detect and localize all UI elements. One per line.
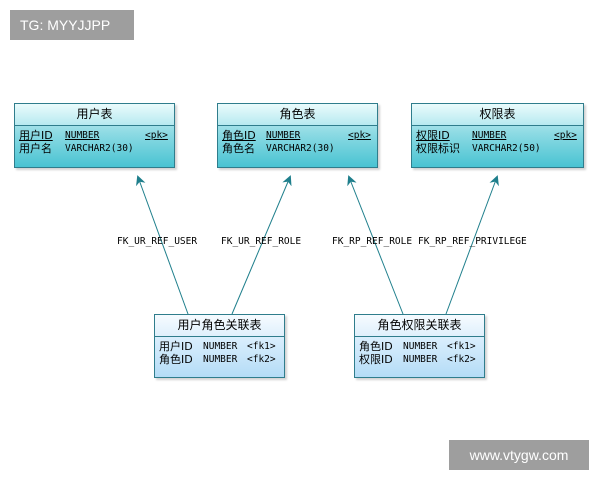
role-privilege-row1-name: 角色ID: [359, 340, 393, 353]
entity-role-table[interactable]: 角色表 角色ID NUMBER <pk> 角色名 VARCHAR2(30): [217, 103, 378, 168]
connector-fk-ur-user: [136, 175, 189, 315]
label-fk-ur-ref-user: FK_UR_REF_USER: [117, 236, 198, 247]
label-fk-ur-ref-role: FK_UR_REF_ROLE: [221, 236, 302, 247]
watermark-top-text: TG: MYYJJPP: [20, 17, 111, 33]
user-row1-type: NUMBER: [65, 130, 100, 141]
role-row1-name: 角色ID: [222, 129, 256, 142]
entity-user-title: 用户表: [15, 104, 174, 126]
role-privilege-row2-type: NUMBER: [403, 354, 438, 365]
role-privilege-row2-name: 权限ID: [359, 353, 393, 366]
entity-privilege-title: 权限表: [412, 104, 583, 126]
entity-user-table[interactable]: 用户表 用户ID NUMBER <pk> 用户名 VARCHAR2(30): [14, 103, 175, 168]
user-role-row1-name: 用户ID: [159, 340, 193, 353]
user-row2-name: 用户名: [19, 142, 52, 155]
entity-role-privilege-title: 角色权限关联表: [355, 315, 484, 337]
watermark-bottom-badge: www.vtygw.com: [449, 440, 589, 470]
user-role-row2-key: <fk2>: [247, 354, 276, 365]
connector-fk-rp-role: [347, 175, 404, 315]
user-row1-key: <pk>: [145, 130, 168, 141]
role-privilege-row1-type: NUMBER: [403, 341, 438, 352]
privilege-row1-type: NUMBER: [472, 130, 507, 141]
privilege-row2-type: VARCHAR2(50): [472, 143, 541, 154]
user-role-row2-type: NUMBER: [203, 354, 238, 365]
privilege-row1-name: 权限ID: [416, 129, 450, 142]
privilege-row1-key: <pk>: [554, 130, 577, 141]
privilege-row2-name: 权限标识: [416, 142, 460, 155]
role-privilege-row2-key: <fk2>: [447, 354, 476, 365]
role-row2-type: VARCHAR2(30): [266, 143, 335, 154]
entity-user-role-title: 用户角色关联表: [155, 315, 284, 337]
entity-role-title: 角色表: [218, 104, 377, 126]
user-role-row2-name: 角色ID: [159, 353, 193, 366]
watermark-bottom-text: www.vtygw.com: [469, 447, 569, 463]
user-role-row1-type: NUMBER: [203, 341, 238, 352]
role-row2-name: 角色名: [222, 142, 255, 155]
role-row1-type: NUMBER: [266, 130, 301, 141]
entity-user-role-table[interactable]: 用户角色关联表 用户ID NUMBER <fk1> 角色ID NUMBER <f…: [154, 314, 285, 378]
entity-privilege-table[interactable]: 权限表 权限ID NUMBER <pk> 权限标识 VARCHAR2(50): [411, 103, 584, 168]
role-row1-key: <pk>: [348, 130, 371, 141]
watermark-top-badge: TG: MYYJJPP: [10, 10, 134, 40]
connector-fk-rp-privilege: [445, 175, 499, 315]
user-role-row1-key: <fk1>: [247, 341, 276, 352]
entity-role-privilege-table[interactable]: 角色权限关联表 角色ID NUMBER <fk1> 权限ID NUMBER <f…: [354, 314, 485, 378]
connector-fk-ur-role: [231, 175, 292, 315]
user-row1-name: 用户ID: [19, 129, 53, 142]
user-row2-type: VARCHAR2(30): [65, 143, 134, 154]
label-fk-rp-ref-privilege: FK_RP_REF_PRIVILEGE: [418, 236, 527, 247]
label-fk-rp-ref-role: FK_RP_REF_ROLE: [332, 236, 413, 247]
role-privilege-row1-key: <fk1>: [447, 341, 476, 352]
